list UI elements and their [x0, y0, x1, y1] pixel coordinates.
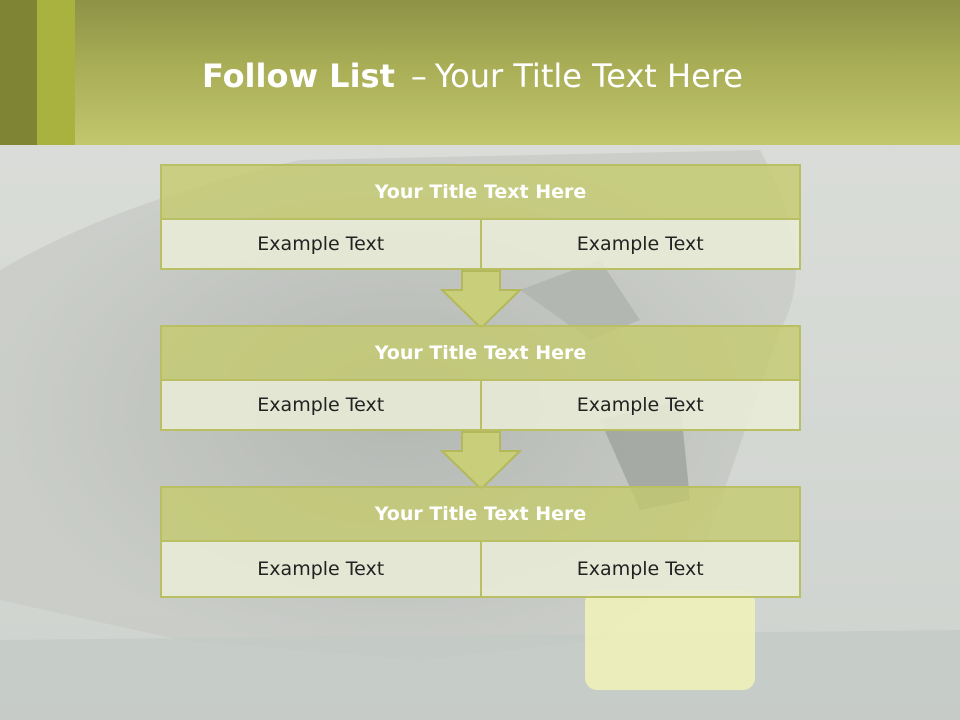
slide-title: Follow List–Your Title Text Here — [202, 55, 743, 97]
step-cell-left: Example Text — [160, 542, 482, 598]
down-arrow-icon — [440, 270, 522, 330]
header-stripe-dark — [0, 0, 37, 145]
header-stripe-light — [37, 0, 75, 145]
step-cell-right: Example Text — [481, 381, 801, 431]
slide-title-rest: Your Title Text Here — [434, 57, 743, 95]
step-block-3: Your Title Text Here Example Text Exampl… — [160, 486, 801, 598]
step-cell-left: Example Text — [160, 220, 482, 270]
slide-title-bold: Follow List — [202, 57, 395, 95]
step-row: Example Text Example Text — [160, 542, 801, 598]
header-band — [0, 0, 960, 145]
step-row: Example Text Example Text — [160, 381, 801, 431]
slide-title-separator: – — [410, 57, 427, 95]
step-cell-left: Example Text — [160, 381, 482, 431]
step-title: Your Title Text Here — [160, 164, 801, 220]
step-row: Example Text Example Text — [160, 220, 801, 270]
step-cell-right: Example Text — [481, 220, 801, 270]
step-block-2: Your Title Text Here Example Text Exampl… — [160, 325, 801, 431]
step-cell-right: Example Text — [481, 542, 801, 598]
step-block-1: Your Title Text Here Example Text Exampl… — [160, 164, 801, 270]
down-arrow-icon — [440, 431, 522, 491]
step-title: Your Title Text Here — [160, 325, 801, 381]
step-title: Your Title Text Here — [160, 486, 801, 542]
